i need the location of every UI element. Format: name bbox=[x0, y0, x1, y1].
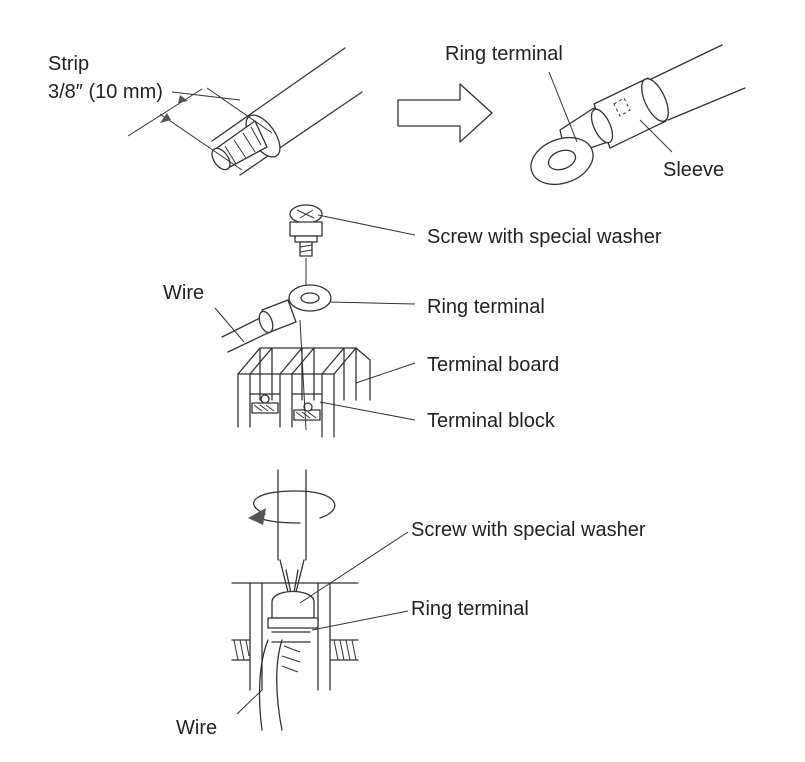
leader-wire-2 bbox=[236, 689, 263, 715]
leader-sleeve bbox=[639, 119, 673, 153]
leader-terminal-board bbox=[355, 362, 416, 384]
terminal-board bbox=[237, 319, 371, 438]
ring-terminal-label-step3: Ring terminal bbox=[411, 598, 529, 620]
leader-screw-2 bbox=[299, 531, 409, 604]
crimped-ring-terminal bbox=[530, 44, 746, 186]
leader-screw-1 bbox=[317, 214, 416, 236]
strip-length-label: 3/8″ (10 mm) bbox=[48, 81, 163, 103]
leader-ring-terminal-3 bbox=[311, 610, 409, 631]
strip-label: Strip bbox=[48, 53, 90, 75]
screw-label-step2: Screw with special washer bbox=[427, 226, 662, 248]
wire-with-ring-terminal bbox=[221, 284, 332, 353]
step-arrow-icon bbox=[397, 83, 493, 143]
screw-with-washer bbox=[289, 204, 323, 257]
wire-label-step2: Wire bbox=[163, 282, 205, 304]
leader-ring-terminal-2 bbox=[329, 301, 416, 305]
leader-ring-terminal-1 bbox=[548, 71, 578, 143]
screw-label-step3: Screw with special washer bbox=[411, 519, 646, 541]
leader-terminal-block bbox=[319, 401, 416, 421]
rotation-arrow-icon bbox=[248, 490, 336, 525]
wire-label-step3: Wire bbox=[176, 717, 218, 739]
sleeve-label: Sleeve bbox=[663, 159, 725, 181]
stripped-wire bbox=[211, 47, 363, 176]
terminal-board-label: Terminal board bbox=[427, 354, 560, 376]
screwdriver bbox=[277, 469, 307, 601]
ring-terminal-label-step2: Ring terminal bbox=[427, 296, 545, 318]
terminal-section bbox=[231, 582, 359, 731]
strip-dimension-arrow bbox=[127, 87, 273, 171]
leader-wire-1 bbox=[214, 307, 245, 343]
ring-terminal-label-step1: Ring terminal bbox=[445, 43, 563, 65]
terminal-block-label: Terminal block bbox=[427, 410, 555, 432]
